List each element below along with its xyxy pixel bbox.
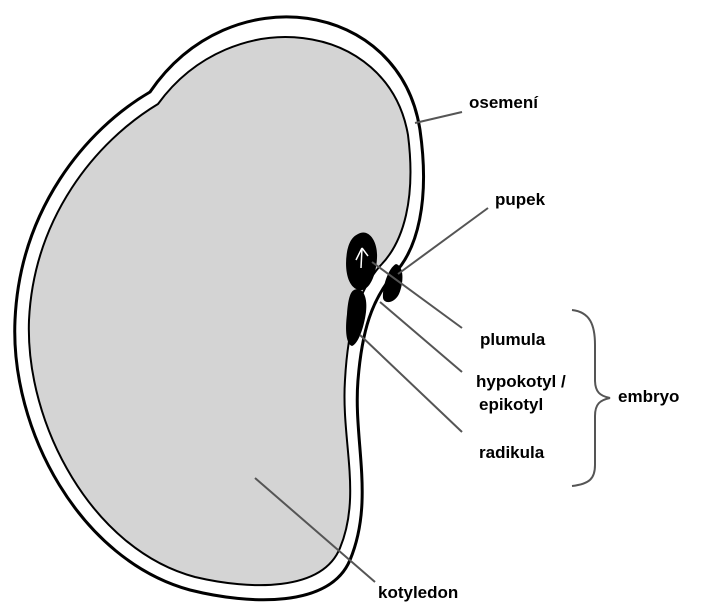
embryo-brace [572,310,610,486]
label-cotyledon: kotyledon [378,583,458,603]
label-hilum: pupek [495,190,545,210]
radicle-leader-line [360,335,462,432]
label-hypocotyl-line1: hypokotyl / [476,372,566,392]
label-radicle: radikula [479,443,544,463]
hypocotyl-leader-line [380,302,462,372]
label-hypocotyl-line2: epikotyl [479,395,543,415]
label-seed-coat: osemení [469,93,538,113]
label-embryo: embryo [618,387,679,407]
seed-coat-leader-line [415,112,462,123]
label-plumule: plumula [480,330,545,350]
